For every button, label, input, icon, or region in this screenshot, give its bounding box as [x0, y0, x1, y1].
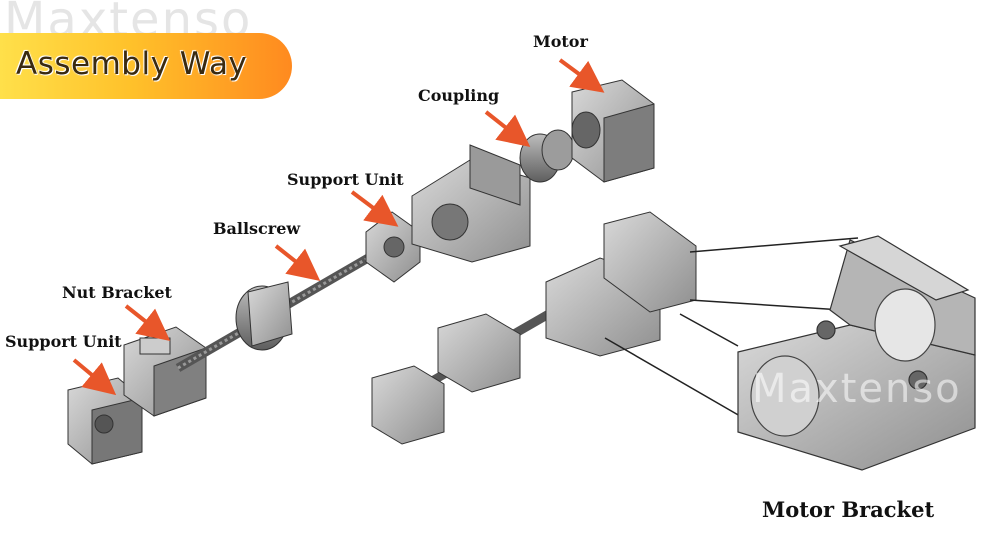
label-support-unit-left: Support Unit: [5, 332, 122, 351]
label-coupling: Coupling: [418, 86, 500, 105]
nut-bracket-part: [123, 326, 207, 417]
label-support-unit-top: Support Unit: [287, 170, 404, 189]
banner-title: Assembly Way: [16, 46, 248, 82]
label-ballscrew: Ballscrew: [213, 219, 301, 238]
support-unit-left-part: [67, 377, 143, 465]
motor-bracket-part: [411, 144, 531, 263]
watermark-enlarged: Maxtenso: [752, 366, 962, 412]
coupling-part: [519, 129, 575, 183]
label-motor-bracket: Motor Bracket: [762, 497, 935, 522]
label-nut-bracket: Nut Bracket: [62, 283, 172, 302]
motor-bracket-enlarged: [737, 235, 976, 471]
support-unit-top-part: [365, 211, 421, 283]
zoom-lines: [604, 237, 859, 417]
pointer-arrows: [72, 58, 605, 396]
label-motor: Motor: [533, 32, 588, 51]
assembled-unit: [371, 211, 697, 445]
motor-part: [571, 79, 655, 183]
title-banner: [0, 33, 292, 99]
